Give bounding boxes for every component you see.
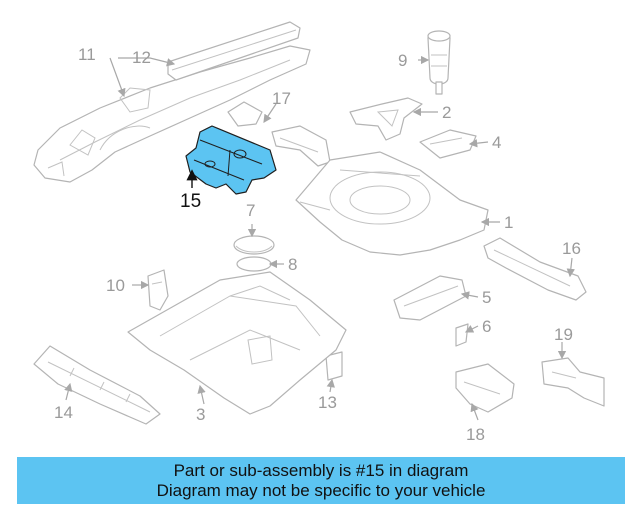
part-17-brackets bbox=[227, 101, 331, 167]
callout-16: 16 bbox=[562, 239, 581, 258]
banner-line-disclaimer: Diagram may not be specific to your vehi… bbox=[156, 481, 486, 500]
callout-10: 10 bbox=[106, 276, 125, 295]
callout-6: 6 bbox=[482, 317, 491, 336]
part-9-damper bbox=[427, 30, 451, 95]
part-1-rear-floor bbox=[295, 151, 489, 256]
callout-12: 12 bbox=[132, 48, 151, 67]
callout-13: 13 bbox=[318, 393, 337, 412]
part-4-plate bbox=[419, 129, 477, 159]
callout-8: 8 bbox=[288, 255, 297, 274]
part-19-extension bbox=[541, 357, 605, 407]
callout-4: 4 bbox=[492, 133, 501, 152]
part-6-clip bbox=[455, 323, 469, 347]
part-11-side-rail bbox=[33, 45, 311, 183]
part-2-bracket bbox=[349, 97, 423, 141]
callout-9: 9 bbox=[398, 51, 407, 70]
part-12-upper-rail bbox=[167, 21, 301, 81]
callout-15: 15 bbox=[180, 191, 201, 212]
info-banner: Part or sub-assembly is #15 in diagram D… bbox=[17, 457, 625, 504]
callout-11: 11 bbox=[78, 45, 96, 64]
callout-2: 2 bbox=[442, 103, 451, 122]
callout-14: 14 bbox=[54, 403, 73, 422]
part-8-seal bbox=[236, 256, 272, 272]
part-18-panel bbox=[455, 363, 515, 413]
callout-7: 7 bbox=[246, 201, 255, 220]
part-3-floor-pan bbox=[127, 271, 347, 415]
leader-lines bbox=[64, 55, 575, 421]
part-15-crossmember bbox=[185, 125, 277, 195]
callout-labels: 11 12 9 17 2 4 15 7 1 16 8 10 5 6 19 13 … bbox=[54, 45, 581, 444]
callout-18: 18 bbox=[466, 425, 485, 444]
part-10-bracket bbox=[147, 269, 169, 311]
callout-3: 3 bbox=[196, 405, 205, 424]
part-13-bracket bbox=[325, 351, 343, 381]
part-14-sill bbox=[33, 345, 161, 425]
banner-line-part: Part or sub-assembly is #15 in diagram bbox=[173, 461, 469, 480]
part-7-cap bbox=[233, 235, 275, 255]
callout-5: 5 bbox=[482, 288, 491, 307]
part-5-member bbox=[393, 275, 467, 321]
callout-1: 1 bbox=[504, 213, 513, 232]
parts-diagram: 11 12 9 17 2 4 15 7 1 16 8 10 5 6 19 13 … bbox=[33, 21, 605, 444]
callout-19: 19 bbox=[554, 325, 573, 344]
part-16-rear-member bbox=[483, 237, 587, 301]
callout-17: 17 bbox=[272, 89, 291, 108]
